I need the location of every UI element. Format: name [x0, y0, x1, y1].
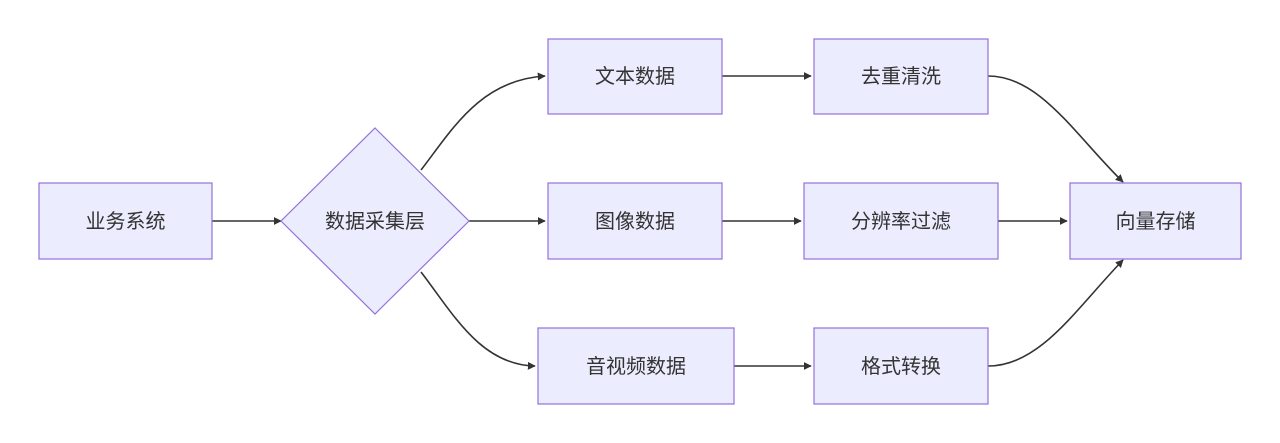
node-data-collection-label: 数据采集层 [325, 209, 425, 233]
node-av-data-label: 音视频数据 [586, 354, 686, 378]
node-vector-storage: 向量存储 [1069, 182, 1242, 260]
node-business-system-label: 业务系统 [86, 209, 166, 233]
edge-collection-to-av [420, 271, 536, 370]
node-format-convert: 格式转换 [813, 327, 989, 405]
node-vector-storage-label: 向量存储 [1116, 209, 1196, 233]
node-dedup-clean-label: 去重清洗 [861, 64, 941, 88]
edges [212, 72, 1124, 370]
node-dedup-clean: 去重清洗 [813, 38, 989, 115]
node-av-data: 音视频数据 [537, 327, 735, 405]
node-resolution-filter: 分辨率过滤 [803, 182, 999, 260]
node-text-data-label: 文本数据 [595, 64, 675, 88]
node-format-convert-label: 格式转换 [861, 354, 941, 378]
edge-dedup-to-vector [987, 75, 1124, 183]
node-image-data: 图像数据 [547, 182, 723, 260]
node-resolution-filter-label: 分辨率过滤 [851, 209, 951, 233]
node-business-system: 业务系统 [38, 182, 213, 260]
edge-format-to-vector [987, 259, 1124, 367]
node-text-data: 文本数据 [547, 38, 723, 115]
node-data-collection: 数据采集层 [280, 127, 470, 315]
edge-collection-to-text [420, 72, 546, 171]
node-image-data-label: 图像数据 [595, 209, 675, 233]
